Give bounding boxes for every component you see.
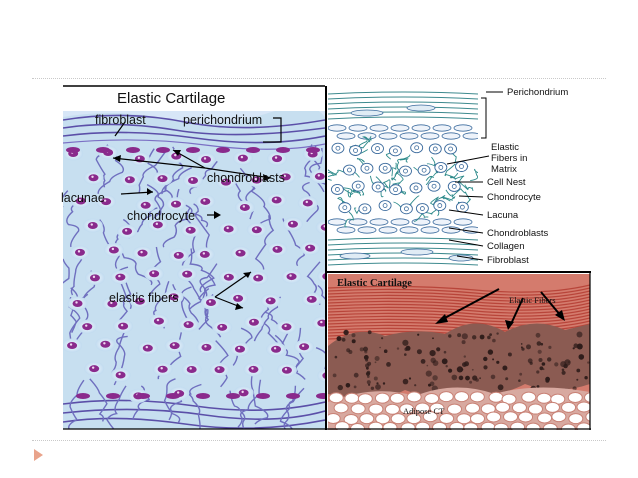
perichondrium-label: perichondrium xyxy=(183,113,262,127)
cell-nest-label: Cell Nest xyxy=(487,177,526,188)
chondrocyte-schematic-label: Chondrocyte xyxy=(487,192,541,203)
left-panel-title: Elastic Cartilage xyxy=(117,90,225,107)
bottom-divider xyxy=(32,440,606,441)
right-schematic-panel: Perichondrium Elastic Fibers in Matrix C… xyxy=(328,87,568,269)
micrograph-title: Elastic Cartilage xyxy=(337,278,412,289)
chondrocyte-label: chondrocyte xyxy=(127,209,195,223)
lacunae-label: lacunae xyxy=(61,191,105,205)
top-divider xyxy=(32,78,606,79)
elastic-fibers-line3-label: Matrix xyxy=(491,164,517,175)
collagen-label: Collagen xyxy=(487,241,525,252)
micrograph-elastic-fibers-label: Elastic Fibers xyxy=(509,295,556,305)
adipose-ct-label: Adipose CT xyxy=(403,406,445,416)
chondroblasts-label: chondroblasts xyxy=(207,171,285,185)
left-illustration-panel: Elastic Cartilage fibroblast perichondri… xyxy=(61,85,325,429)
elastic-cartilage-figure: Elastic Cartilage fibroblast perichondri… xyxy=(55,84,591,430)
fibroblast-label: fibroblast xyxy=(95,113,146,127)
perichondrium-schematic-label: Perichondrium xyxy=(507,87,568,98)
slide-bullet-icon xyxy=(34,449,43,461)
chondroblasts-schematic-label: Chondroblasts xyxy=(487,228,549,239)
elastic-fibers-line2-label: Fibers in xyxy=(491,153,527,164)
lacuna-label: Lacuna xyxy=(487,210,519,221)
right-micrograph-panel: Elastic Cartilage Elastic Fibers Adipose… xyxy=(328,274,590,430)
fibroblast-schematic-label: Fibroblast xyxy=(487,255,529,266)
elastic-fibers-line1-label: Elastic xyxy=(491,142,519,153)
elastic-fibers-label: elastic fibers xyxy=(109,291,178,305)
